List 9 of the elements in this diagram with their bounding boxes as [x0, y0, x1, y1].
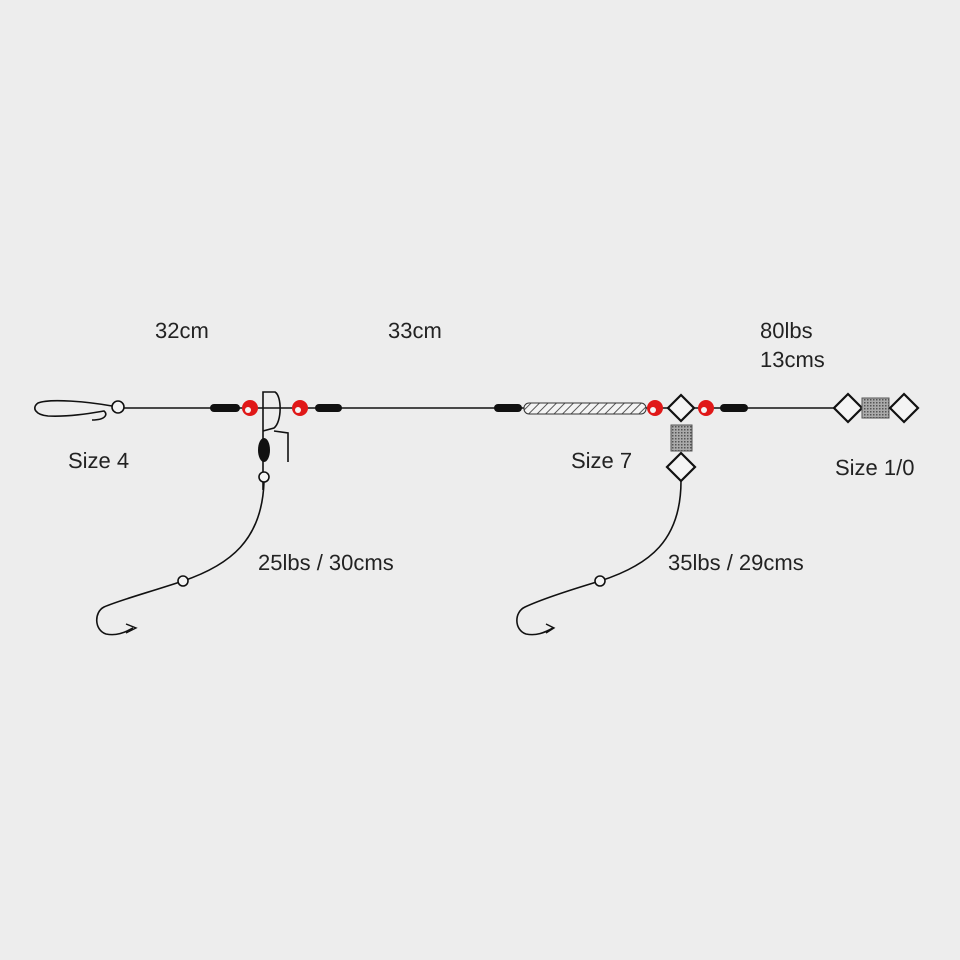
- dimension-label: 32cm: [155, 320, 209, 342]
- dimension-label: 13cms: [760, 349, 825, 371]
- line-spec-label: 25lbs / 30cms: [258, 552, 394, 574]
- size-label: Size 1/0: [835, 457, 914, 479]
- size-label: Size 4: [68, 450, 130, 472]
- line-strength-label: 80lbs: [760, 320, 813, 342]
- dimension-label: 33cm: [388, 320, 442, 342]
- size-label: Size 7: [571, 450, 632, 472]
- line-spec-label: 35lbs / 29cms: [668, 552, 804, 574]
